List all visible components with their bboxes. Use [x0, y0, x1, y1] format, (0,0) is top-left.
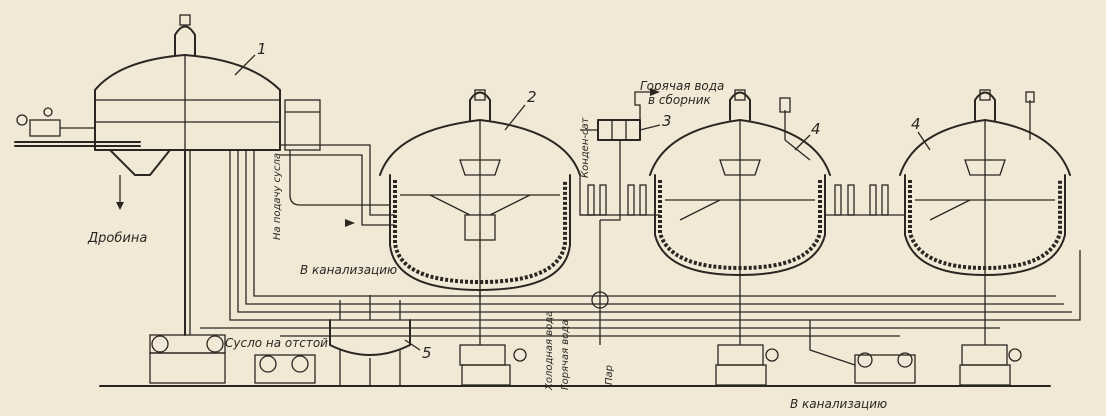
- callout-3: 3: [639, 112, 672, 131]
- kettle-4-right: [899, 89, 1071, 386]
- label-sewer-bottom: В канализацию: [790, 397, 887, 411]
- callout-3-number: 3: [662, 112, 672, 130]
- callout-2: 2: [504, 88, 537, 131]
- steam-line: [591, 220, 609, 345]
- bottom-pump-right: [809, 320, 916, 384]
- left-inlet-assembly: [14, 107, 141, 147]
- vessel-1-shaft-drive: [149, 149, 226, 384]
- callout-4-middle: 4: [794, 120, 821, 151]
- bottom-pump-left: [254, 354, 316, 384]
- callout-5-number: 5: [422, 344, 432, 362]
- valve-cluster-4-4: [825, 184, 905, 216]
- label-water-supply: На подачу сусла: [272, 153, 283, 240]
- kettle-2: [379, 89, 581, 386]
- callout-4-middle-number: 4: [811, 120, 821, 138]
- label-hot-water-top: Горячая вода: [640, 79, 724, 93]
- callout-2-number: 2: [527, 88, 537, 106]
- callout-4-right-number: 4: [911, 115, 921, 133]
- kettle-4-middle: [649, 89, 831, 386]
- label-sewer-top: В канализацию: [300, 263, 397, 277]
- label-condensate: Конден-сат: [580, 116, 591, 178]
- label-steam: Пар: [604, 365, 615, 385]
- main-pipe-bundle: [200, 150, 1081, 337]
- pipe-1-to-2-b: [280, 154, 395, 226]
- label-hot-water-collector: в сборник: [648, 93, 711, 107]
- callout-1: 1: [234, 40, 267, 76]
- pipe-1-to-2: [280, 144, 395, 216]
- vessel-1-mash-tun: [94, 14, 390, 210]
- heat-exchanger-3: [579, 88, 660, 221]
- label-wort: Сусло на отстой: [225, 336, 328, 350]
- label-hot-water-vertical: Горячая вода: [560, 320, 571, 390]
- label-cold-water: Холодная вода: [544, 311, 555, 391]
- tank-5: [329, 295, 411, 385]
- callout-4-right: 4: [911, 115, 931, 151]
- callout-5: 5: [404, 339, 432, 362]
- valve-cluster-2-3: [580, 184, 660, 216]
- callout-1-number: 1: [257, 40, 267, 58]
- label-drobina: Дробина: [87, 231, 147, 246]
